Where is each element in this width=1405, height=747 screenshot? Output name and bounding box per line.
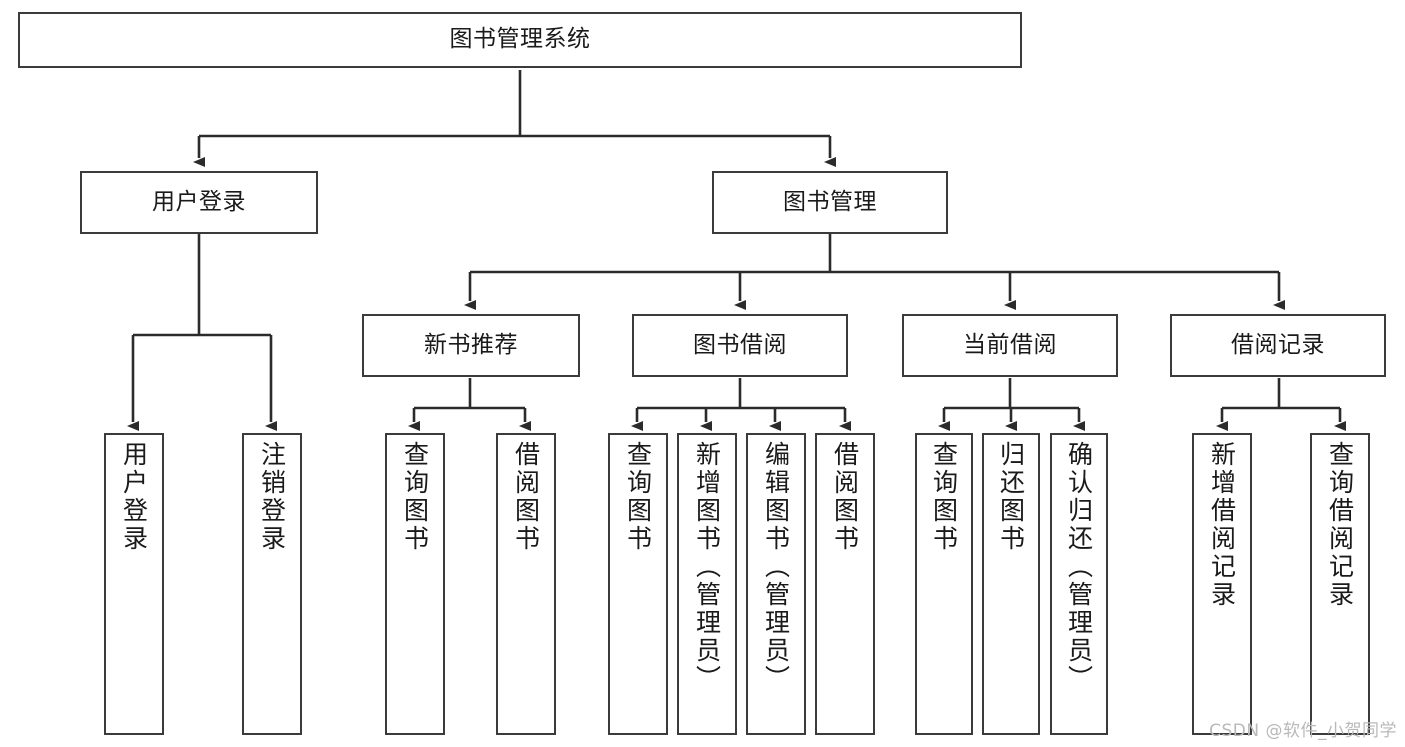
leaf-query-book-current[interactable]: 查询图书: [915, 433, 973, 735]
node-label: 新增图书（管理员）: [692, 441, 722, 693]
leaf-borrow-book[interactable]: 借阅图书: [815, 433, 875, 735]
leaf-confirm-return[interactable]: 确认归还（管理员）: [1050, 433, 1108, 735]
node-label: 借阅图书: [511, 441, 541, 553]
node-book-management[interactable]: 图书管理: [712, 171, 948, 234]
node-borrow-record[interactable]: 借阅记录: [1170, 314, 1386, 377]
node-new-book-recommend[interactable]: 新书推荐: [362, 314, 580, 377]
leaf-add-book[interactable]: 新增图书（管理员）: [677, 433, 737, 735]
leaf-borrow-book-new-recommend[interactable]: 借阅图书: [496, 433, 556, 735]
leaf-return-book[interactable]: 归还图书: [982, 433, 1040, 735]
leaf-query-borrow-record[interactable]: 查询借阅记录: [1310, 433, 1370, 735]
node-label: 新书推荐: [424, 331, 518, 358]
leaf-query-book-new-recommend[interactable]: 查询图书: [385, 433, 445, 735]
node-label: 新增借阅记录: [1207, 441, 1237, 609]
node-label: 查询图书: [929, 441, 959, 553]
leaf-query-book-borrow[interactable]: 查询图书: [608, 433, 668, 735]
leaf-user-login[interactable]: 用户登录: [104, 433, 164, 735]
node-label: 查询图书: [623, 441, 653, 553]
leaf-logout-login[interactable]: 注销登录: [242, 433, 302, 735]
node-label: 编辑图书（管理员）: [761, 441, 791, 693]
node-label: 当前借阅: [963, 331, 1057, 358]
node-label: 查询借阅记录: [1325, 441, 1355, 609]
node-user-login[interactable]: 用户登录: [80, 171, 318, 234]
leaf-edit-book[interactable]: 编辑图书（管理员）: [746, 433, 806, 735]
node-current-borrow[interactable]: 当前借阅: [902, 314, 1118, 377]
node-book-borrow[interactable]: 图书借阅: [632, 314, 848, 377]
node-label: 图书管理: [783, 188, 877, 215]
node-book-management-system[interactable]: 图书管理系统: [18, 12, 1022, 68]
node-label: 注销登录: [257, 441, 287, 553]
node-label: 用户登录: [152, 188, 246, 215]
node-label: 图书借阅: [693, 331, 787, 358]
node-label: 借阅图书: [830, 441, 860, 553]
leaf-add-borrow-record[interactable]: 新增借阅记录: [1192, 433, 1252, 735]
node-label: 归还图书: [996, 441, 1026, 553]
node-label: 确认归还（管理员）: [1064, 441, 1094, 693]
watermark: CSDN @软件_小贺同学: [1209, 721, 1397, 741]
node-label: 查询图书: [400, 441, 430, 553]
node-label: 用户登录: [119, 441, 149, 553]
node-label: 图书管理系统: [449, 26, 591, 53]
node-label: 借阅记录: [1231, 331, 1325, 358]
